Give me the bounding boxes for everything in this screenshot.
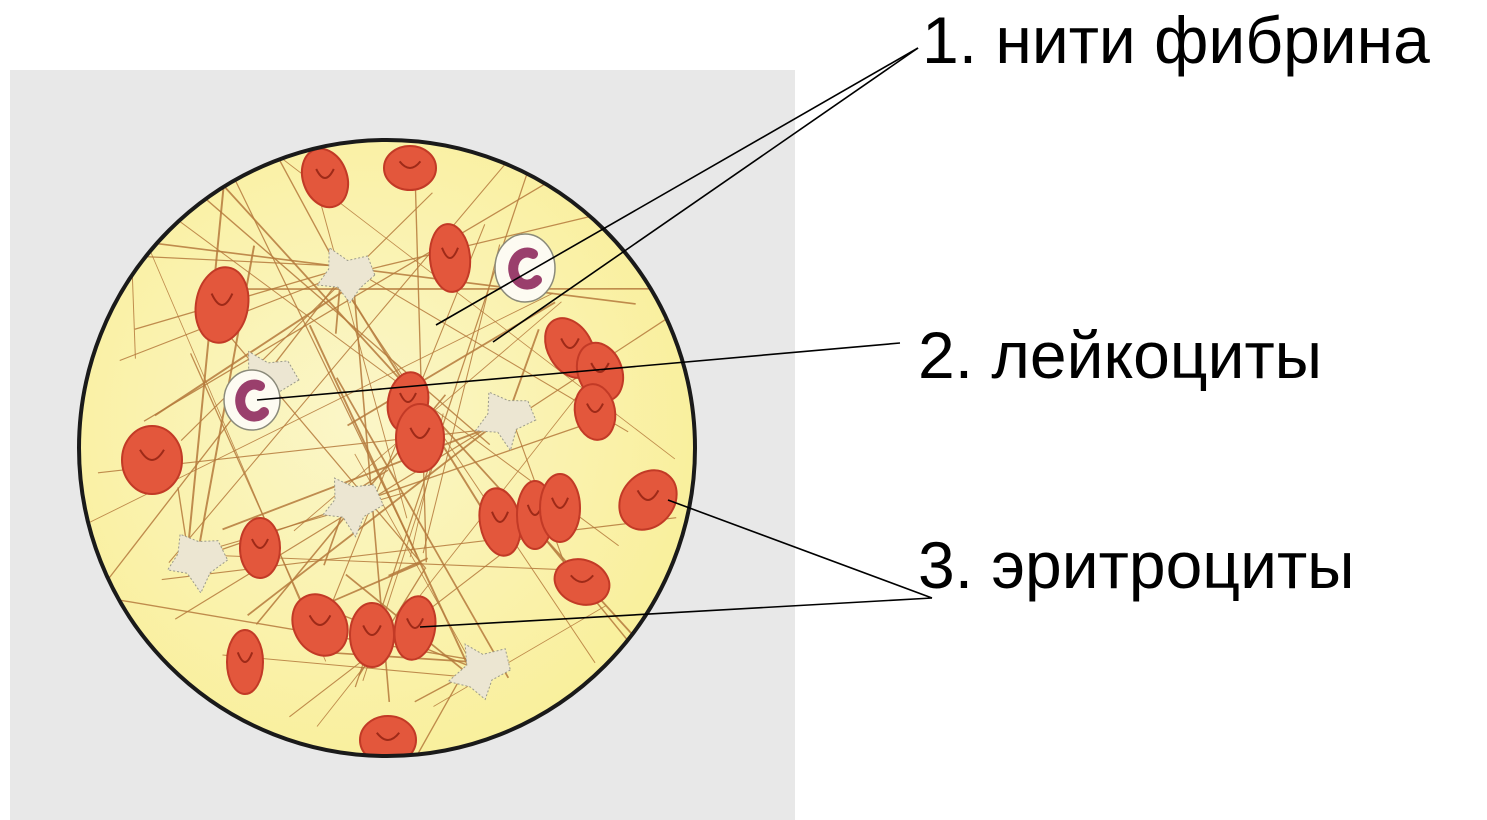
erythrocyte-center-mark: [362, 624, 382, 636]
erythrocyte-center-mark: [636, 489, 660, 501]
label-erythrocytes: 3. эритроциты: [918, 528, 1355, 602]
leader-line-fibrin-1: [435, 47, 919, 326]
leukocyte-group: [223, 233, 556, 431]
erythrocyte-center-mark: [315, 168, 335, 179]
erythrocyte-center-mark: [560, 337, 580, 349]
platelet: [316, 246, 376, 304]
erythrocyte-center-mark: [551, 497, 569, 509]
leader-line-erythrocyte-1: [667, 499, 933, 599]
erythrocyte-center-mark: [376, 732, 400, 741]
fibrin-thread: [168, 147, 519, 563]
fibrin-thread: [322, 562, 422, 607]
erythrocyte-center-mark: [236, 652, 254, 663]
fibrin-thread: [414, 172, 427, 563]
erythrocyte-center-mark: [139, 449, 165, 461]
fibrin-thread: [84, 272, 346, 610]
leader-line-erythrocyte-2: [419, 597, 933, 628]
fibrin-thread: [122, 254, 353, 268]
erythrocyte-center-mark: [398, 160, 422, 169]
leukocyte-nucleus: [508, 247, 542, 290]
fibrin-thread: [222, 654, 490, 680]
erythrocyte-center-mark: [491, 511, 509, 523]
fibrin-thread: [180, 192, 433, 441]
platelet: [166, 533, 229, 594]
erythrocyte-group: [121, 145, 678, 756]
fibrin-thread: [433, 605, 607, 707]
leukocyte: [494, 233, 556, 303]
erythrocyte-center-mark: [406, 618, 424, 629]
erythrocyte-center-mark: [570, 574, 594, 583]
platelet: [447, 643, 511, 701]
leader-line-leukocyte: [256, 342, 901, 401]
fibrin-thread: [154, 283, 355, 417]
erythrocyte-center-mark: [308, 614, 332, 626]
erythrocyte-center-mark: [399, 392, 417, 403]
erythrocyte-center-mark: [210, 293, 234, 306]
fibrin-thread: [335, 275, 596, 664]
fibrin-thread: [222, 418, 510, 531]
erythrocyte-center-mark: [251, 538, 269, 549]
leukocyte-nucleus: [235, 379, 269, 422]
field-outline: [77, 138, 697, 758]
fibrin-thread: [316, 395, 578, 727]
erythrocyte-center-mark: [586, 403, 604, 413]
fibrin-thread: [388, 557, 429, 577]
platelet: [322, 477, 384, 538]
platelet: [474, 391, 537, 452]
fibrin-thread: [336, 377, 510, 679]
erythrocyte-center-mark: [409, 427, 431, 439]
label-leukocytes: 2. лейкоциты: [918, 318, 1323, 392]
fibrin-thread: [330, 204, 639, 280]
leader-lines: [256, 47, 933, 628]
fibrin-thread: [137, 222, 327, 662]
fibrin-thread: [143, 180, 550, 422]
fibrin-thread: [185, 142, 229, 561]
erythrocyte-center-mark: [590, 362, 610, 373]
leader-line-fibrin-2: [492, 47, 919, 343]
erythrocyte-center-mark: [441, 247, 459, 259]
label-fibrin-threads: 1. нити фибрина: [922, 3, 1430, 77]
fibrin-thread: [308, 324, 473, 674]
